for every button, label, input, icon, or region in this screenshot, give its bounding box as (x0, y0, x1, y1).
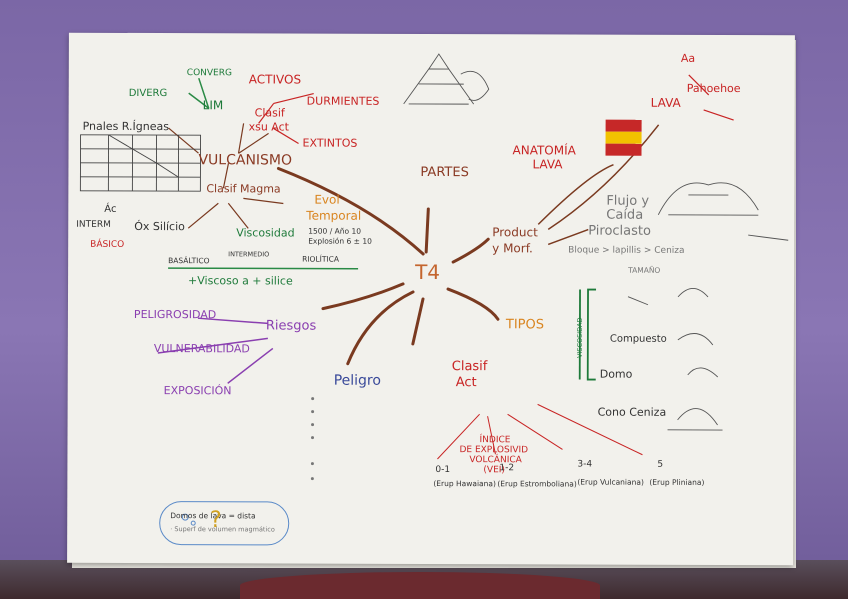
evol-dates: 1500 / Año 10 (308, 226, 362, 236)
domos-lava-cloud: Domos de lava = dista · Superf de volume… (159, 501, 290, 546)
compuesto-label: Compuesto (609, 333, 667, 345)
evol-dates-2: Explosión 6 ± 10 (308, 236, 372, 246)
clasif-act-title: Clasif (451, 359, 488, 375)
exposicion-label: EXPOSICIÓN (163, 384, 232, 398)
vei-5: 5 (657, 459, 664, 470)
clasif-magma-label: Clasif Magma (206, 182, 281, 196)
erup-pliniana: (Erup Pliniana) (649, 477, 705, 487)
lim-label: LIM (202, 98, 224, 113)
viscosidad-label: Viscosidad (236, 226, 295, 240)
pahoehoe-label: Pahoehoe (686, 81, 741, 96)
cloud-line-2: · Superf de volumen magmático (170, 525, 275, 534)
productos-morf-title: y Morf. (492, 241, 533, 256)
viscosidad-side-label: VISCOSIDAD (575, 317, 584, 359)
acidos-label: Ác (104, 203, 117, 215)
question-mark-doodle: ? (210, 508, 222, 533)
basaltico-label: BASÁLTICO (168, 256, 210, 266)
explosividad-label: DE EXPLOSIVID (459, 445, 529, 456)
riolitica-label: RIOLÍTICA (302, 254, 340, 264)
mind-map-lines (79, 53, 789, 526)
diverg-label: DIVERG (128, 87, 168, 100)
viscoso-silice-line: +Viscoso a + silice (188, 274, 293, 288)
vei-0-1: 0-1 (435, 465, 451, 476)
intermedio-type-label: INTERMEDIO (228, 250, 270, 259)
central-topic: T4 (415, 259, 441, 285)
converg-label: CONVERG (186, 68, 232, 79)
basico-label: BÁSICO (90, 239, 125, 250)
flujo-label: Flujo y (606, 193, 650, 209)
bloque-lapillis-ceniza: Bloque > lapillis > Ceniza (568, 245, 685, 256)
lava-title: LAVA (650, 95, 681, 110)
piroclasto-label: Piroclasto (588, 223, 651, 239)
mind-map-sheet: T4 VULCANISMO Clasif Magma Ác INTERM BÁS… (67, 32, 795, 566)
spain-flag-drawing (605, 119, 642, 156)
vei-1-2: 1-2 (499, 463, 515, 474)
tipos-title: TIPOS (505, 317, 545, 333)
aa-label: Aa (680, 51, 696, 65)
extintos-label: EXTINTOS (302, 136, 358, 150)
domo-label: Domo (599, 367, 633, 381)
tamano-label: TAMAÑO (628, 265, 661, 275)
erup-hawaiana: (Erup Hawaiana) (433, 479, 496, 489)
indice-label: ÍNDICE (479, 435, 511, 446)
cono-ceniza-label: Cono Ceniza (597, 405, 667, 419)
anatomia-title: ANATOMÍA (512, 143, 576, 158)
erup-vulcaniana: (Erup Vulcaniana) (577, 477, 644, 487)
caida-label: Caída (606, 207, 644, 223)
vulnerabilidad-label: VULNERABILIDAD (153, 342, 250, 356)
temporal-label: Temporal (306, 208, 362, 223)
peligro-title: Peligro (333, 372, 381, 389)
productos-title: Product (492, 225, 538, 240)
riesgos-title: Riesgos (265, 318, 317, 334)
activos-label: ACTIVOS (248, 72, 302, 87)
xsu-act-label: xsu Act (248, 120, 290, 134)
durmientes-label: DURMIENTES (306, 94, 380, 108)
pnales-rigneas-label: Pnales R.Ígneas (82, 119, 170, 134)
red-cloth (240, 572, 600, 599)
volcanismo-title: VULCANISMO (198, 152, 293, 169)
evol-label: Evol (314, 192, 340, 207)
anatomia-lava-title: LAVA (532, 157, 563, 172)
clasif-act-title-2: Act (455, 375, 477, 391)
clasif-act-label: Clasif (254, 106, 285, 120)
intermedio-label: INTERM (76, 219, 111, 230)
vei-3-4: 3-4 (577, 459, 593, 470)
oxido-silicio-label: Óx Silício (134, 219, 185, 234)
erup-estromboliana: (Erup Estromboliana) (497, 479, 577, 489)
partes-title: PARTES (420, 164, 469, 181)
peligrosidad-label: PELIGROSIDAD (133, 307, 217, 322)
